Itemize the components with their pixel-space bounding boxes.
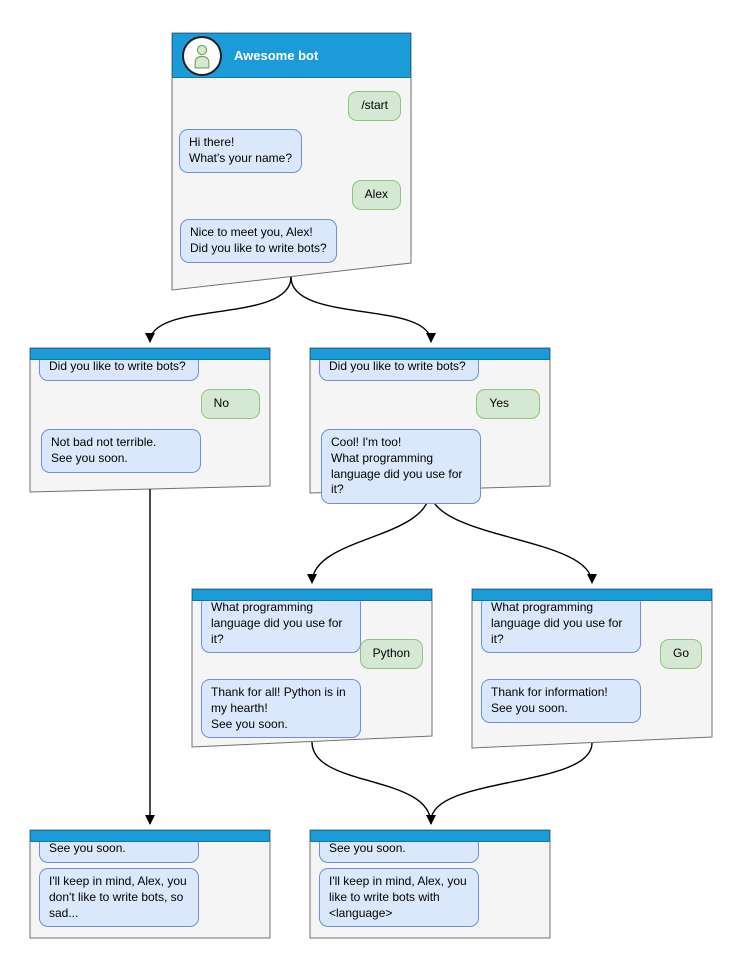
- chat-window-header: Awesome bot: [172, 33, 411, 78]
- card-header-go-branch: [472, 589, 712, 601]
- connector-start-to-yes: [290, 276, 436, 343]
- bot-message-language-question: What programming language did you use fo…: [201, 594, 361, 654]
- bot-message-question: Nice to meet you, Alex! Did you like to …: [180, 219, 337, 263]
- user-message-name: Alex: [351, 180, 401, 210]
- user-message-python: Python: [359, 639, 423, 669]
- bot-name-title: Awesome bot: [234, 48, 319, 63]
- user-message-yes: Yes: [476, 389, 540, 419]
- bot-message-go-reply: Thank for information! See you soon.: [481, 679, 641, 723]
- bot-message-no-reply: Not bad not terrible. See you soon.: [41, 429, 201, 473]
- card-header-no-branch: [30, 348, 270, 360]
- bot-message-python-reply: Thank for all! Python is in my hearth! S…: [201, 679, 361, 739]
- bot-message-end-yes-reply: I'll keep in mind, Alex, you like to wri…: [319, 868, 479, 928]
- bot-message-yes-reply: Cool! I'm too! What programming language…: [321, 429, 481, 505]
- connector-go-to-end: [430, 742, 593, 822]
- card-header-python-branch: [192, 589, 432, 601]
- bot-message-greeting: Hi there! What's your name?: [179, 129, 303, 173]
- bot-message-end-no-reply: I'll keep in mind, Alex, you don't like …: [39, 868, 199, 928]
- user-message-go: Go: [659, 639, 702, 669]
- user-message-start-command: /start: [348, 91, 401, 121]
- bot-avatar: [182, 35, 222, 76]
- person-icon: [194, 44, 210, 68]
- card-header-end-no: [30, 830, 270, 842]
- card-header-end-yes: [310, 830, 550, 842]
- connector-start-to-no: [145, 276, 292, 343]
- user-message-no: No: [200, 389, 260, 419]
- card-header-yes-branch: [310, 348, 550, 360]
- connector-python-to-end: [311, 741, 436, 825]
- bot-message-language-question: What programming language did you use fo…: [481, 594, 641, 654]
